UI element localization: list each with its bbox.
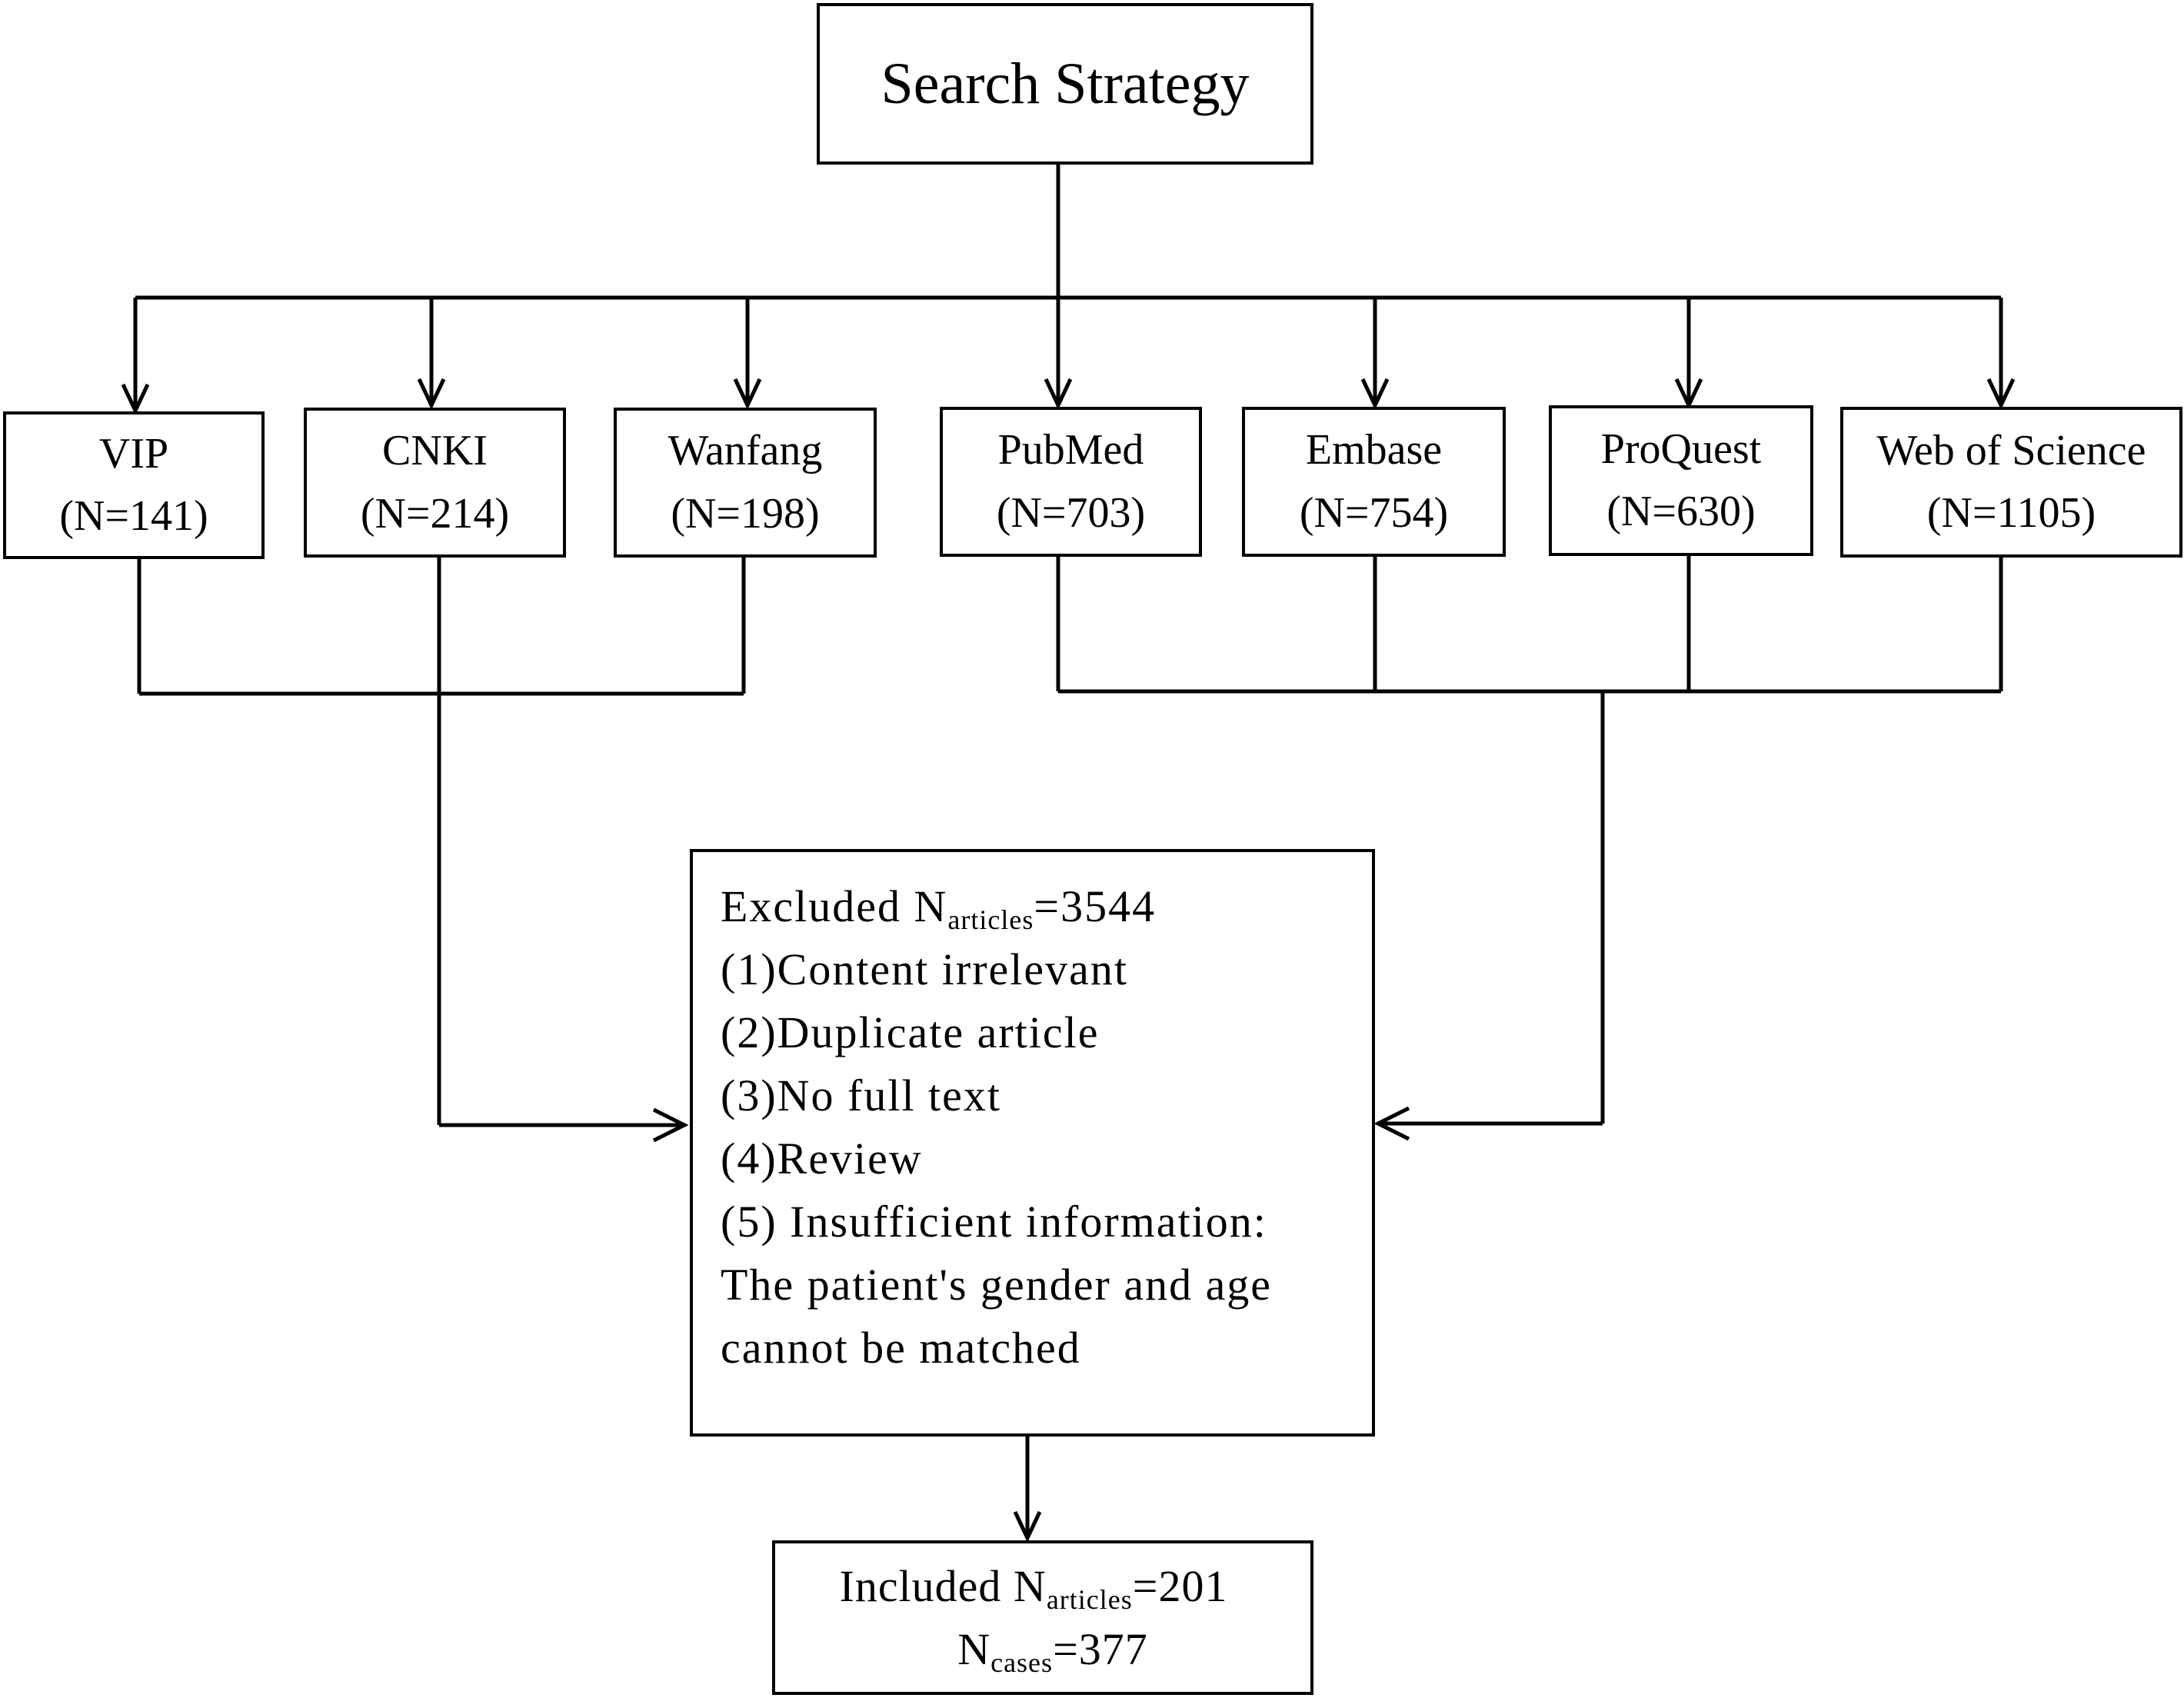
database-box-proquest: ProQuest (N=630): [1549, 405, 1813, 556]
database-count: (N=1105): [1926, 489, 2096, 537]
database-name: CNKI: [382, 427, 488, 475]
database-box-wanfang: Wanfang (N=198): [614, 408, 877, 558]
exclusion-reason: (3)No full text: [721, 1070, 1002, 1120]
arrow-to-web-of-science: [1986, 298, 2016, 410]
database-count: (N=754): [1299, 488, 1449, 537]
database-count: (N=198): [671, 489, 820, 538]
exclusion-reason: (2)Duplicate article: [721, 1007, 1100, 1057]
arrow-to-wanfang: [733, 298, 762, 410]
search-strategy-box: Search Strategy: [817, 3, 1313, 165]
excluded-heading: Excluded Narticles=3544: [721, 881, 1157, 935]
database-box-pubmed: PubMed (N=703): [940, 407, 1202, 557]
arrow-to-embase: [1360, 298, 1390, 410]
search-strategy-label: Search Strategy: [881, 52, 1250, 116]
arrow-to-included: [1013, 1435, 1042, 1543]
arrow-to-cnki: [417, 298, 446, 410]
arrow-to-vip: [121, 298, 150, 415]
database-name: Embase: [1305, 426, 1443, 474]
included-cases: Ncases=377: [957, 1623, 1148, 1678]
database-name: VIP: [98, 429, 169, 478]
exclusion-reason: (1)Content irrelevant: [721, 944, 1128, 994]
arrow-to-proquest: [1674, 298, 1703, 410]
excluded-box: Excluded Narticles=3544 (1)Content irrel…: [690, 849, 1375, 1437]
database-name: PubMed: [997, 426, 1144, 474]
database-box-cnki: CNKI (N=214): [304, 408, 566, 558]
english-db-merge: [1056, 556, 2003, 1141]
chinese-db-merge: [137, 556, 746, 1143]
database-box-embase: Embase (N=754): [1242, 407, 1506, 557]
database-count: (N=703): [996, 488, 1146, 537]
database-name: ProQuest: [1600, 424, 1762, 473]
included-articles: Included Narticles=201: [839, 1561, 1228, 1616]
exclusion-reason: The patient's gender and age: [721, 1260, 1273, 1310]
database-box-vip: VIP (N=141): [3, 411, 265, 559]
arrow-to-pubmed: [1044, 298, 1073, 410]
exclusion-reason: cannot be matched: [721, 1323, 1081, 1373]
database-name: Wanfang: [668, 427, 823, 475]
database-count: (N=630): [1606, 488, 1756, 535]
database-name: Web of Science: [1876, 426, 2146, 474]
included-box: Included Narticles=201 Ncases=377: [772, 1540, 1313, 1695]
database-box-web-of-science: Web of Science (N=1105): [1840, 407, 2182, 558]
exclusion-reason: (4)Review: [721, 1134, 923, 1184]
exclusion-reason: (5) Insufficient information:: [721, 1197, 1267, 1247]
database-count: (N=141): [59, 492, 208, 540]
database-count: (N=214): [360, 489, 510, 538]
